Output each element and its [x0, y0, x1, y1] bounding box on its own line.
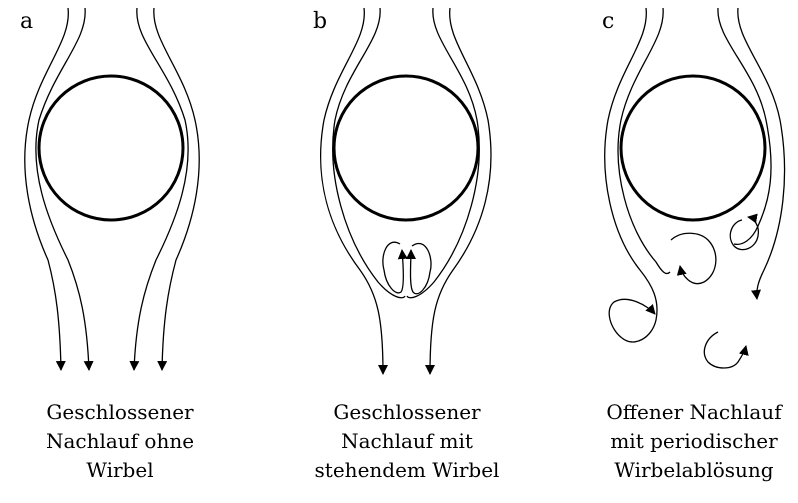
- panel-a-letter: a: [20, 9, 33, 34]
- caption-a-line-1: Geschlossener: [0, 398, 240, 427]
- caption-a-line-3: Wirbel: [0, 456, 240, 485]
- caption-a-line-2: Nachlauf ohne: [0, 427, 240, 456]
- caption-b: Geschlossener Nachlauf mit stehendem Wir…: [287, 398, 527, 485]
- cylinder-c: [621, 76, 765, 220]
- streamline-c-2: [618, 8, 670, 274]
- streamline-a-3: [134, 8, 188, 370]
- streamline-a-1: [25, 8, 69, 370]
- caption-c-line-2: mit periodischer: [574, 427, 798, 456]
- panel-c: c: [602, 8, 785, 368]
- streamline-a-4: [154, 8, 199, 370]
- caption-b-line-3: stehendem Wirbel: [287, 456, 527, 485]
- standing-vortex-right: [411, 243, 432, 293]
- caption-a: Geschlossener Nachlauf ohne Wirbel: [0, 398, 240, 485]
- streamline-c-1: [605, 8, 657, 342]
- shed-vortex-1: [609, 299, 655, 338]
- standing-vortex-left: [383, 242, 404, 293]
- caption-c-line-3: Wirbelablösung: [574, 456, 798, 485]
- shed-vortex-2: [671, 233, 716, 283]
- panel-c-letter: c: [602, 9, 614, 34]
- streamline-a-2: [36, 8, 89, 370]
- panel-b-letter: b: [313, 9, 327, 34]
- streamline-b-3: [407, 8, 479, 298]
- caption-c: Offener Nachlauf mit periodischer Wirbel…: [574, 398, 798, 485]
- cylinder-a: [39, 76, 183, 220]
- streamline-b-1: [321, 8, 383, 374]
- shed-vortex-4: [704, 332, 746, 368]
- streamline-b-2: [333, 8, 405, 298]
- panel-a: a: [20, 8, 199, 370]
- streamline-c-4: [738, 8, 785, 299]
- caption-b-line-2: Nachlauf mit: [287, 427, 527, 456]
- panel-b: b: [313, 8, 491, 374]
- cylinder-b: [334, 76, 478, 220]
- caption-b-line-1: Geschlossener: [287, 398, 527, 427]
- streamline-b-4: [430, 8, 491, 374]
- caption-c-line-1: Offener Nachlauf: [574, 398, 798, 427]
